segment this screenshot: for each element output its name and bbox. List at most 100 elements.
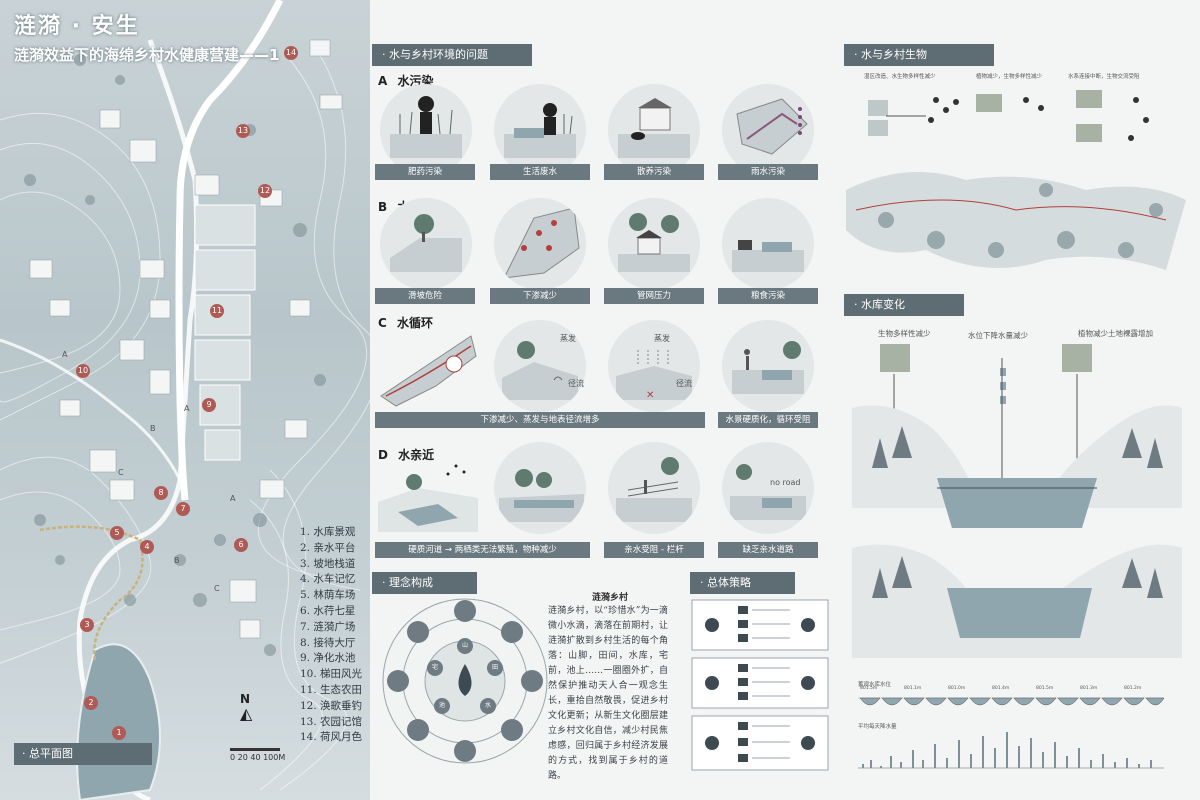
site-marker-6: 6 [234,538,248,552]
bio-header: · 水与乡村生物 [844,44,994,66]
site-marker-7: 7 [176,502,190,516]
zone-letter: B [150,424,156,433]
site-marker-10: 10 [76,364,90,378]
site-legend: 1. 水库景观 2. 亲水平台 3. 坡地栈道 4. 水车记忆 5. 林荫车场 … [300,525,390,746]
level-label: 801.4m [992,686,1010,691]
illustration-pipe-pressure [608,198,700,290]
concept-header: · 理念构成 [372,572,477,594]
reservoir-header: · 水库变化 [844,294,964,316]
concept-node: 田 [491,664,498,671]
concept-para-title: 涟漪乡村 [592,593,629,603]
concept-node: 水 [484,702,491,709]
bio-label: 植物减少，生物多样性减少 [976,74,1043,80]
north-arrow: N◭ [240,692,253,723]
illustration-water-cycle-map [376,326,480,408]
svg-text:✕: ✕ [646,390,654,401]
site-marker-2: 2 [84,696,98,710]
label-runoff: 径流 [568,379,584,388]
map-title: 涟漪 · 安生 [14,14,140,39]
illustration-evaporation-2: ✕ [608,320,700,412]
legend-item: 1. 水库景观 [300,526,356,538]
zone-letter: A [230,494,236,503]
caption-hard-waterscape: 水景硬质化，循环受阻 [718,412,818,428]
level-label: 801.0m [948,686,966,691]
illustration-hard-channel-2 [494,442,586,534]
level-label: 801.5m [1036,686,1054,691]
illustration-fertilizer [380,84,472,176]
site-marker-13: 13 [236,124,250,138]
caption-railing: 亲水受阻 - 栏杆 [604,542,704,558]
illustration-food-pollution [722,198,814,290]
map-subtitle: 涟漪效益下的海绵乡村水健康营建——1 [14,46,280,64]
site-marker-3: 3 [80,618,94,632]
legend-item: 10. 梯田风光 [300,668,363,681]
reservoir-label: 水位下降水量减少 [968,331,1028,340]
reservoir-label: 生物多样性减少 [878,329,931,338]
site-marker-14: 14 [284,46,298,60]
caption-infiltration: 下渗减少 [490,288,590,304]
concept-node: 池 [438,702,445,709]
chart-water-level-title: 蓄观水库水位 [858,682,892,688]
caption-wastewater: 生活废水 [490,164,590,180]
scale-bar: 0 20 40 100M [230,748,285,762]
zone-letter: A [184,404,190,413]
reservoir-label: 植物减少土地裸露增加 [1078,329,1153,338]
level-label: 801.3m [1080,686,1098,691]
reservoir-sections [852,338,1182,668]
caption-fertilizer: 肥药污染 [375,164,475,180]
illustration-infiltration [494,198,586,290]
illustration-domestic-wastewater [494,84,586,176]
legend-item: 3. 坡地栈道 [300,557,356,570]
caption-no-road: 缺乏亲水道路 [718,542,818,558]
site-marker-9: 9 [202,398,216,412]
section-d-title: D 水亲近 [378,448,435,462]
caption-livestock: 散养污染 [604,164,704,180]
caption-pipe: 管网压力 [604,288,704,304]
concept-ripple-diagram: 山 田 水 池 宅 [380,596,550,766]
chart-rainfall [858,730,1164,770]
label-evaporation: 蒸发 [560,334,576,343]
water-level-bowls [858,697,1165,706]
illustration-landslide [380,198,472,290]
site-marker-5: 5 [110,526,124,540]
legend-item: 13. 农园记馆 [300,715,363,728]
legend-item: 14. 荷风月色 [300,731,363,744]
legend-item: 12. 涣歌垂钓 [300,699,363,712]
chart-water-level: 801.5m 801.1m 801.0m 801.4m 801.5m 801.3… [858,686,1165,714]
illustration-evaporation-1 [494,320,586,412]
caption-food: 粮食污染 [718,288,818,304]
illustration-no-road [722,442,814,534]
rainfall-bars [858,732,1164,769]
illustration-rainwater [722,84,814,176]
level-label: 801.1m [904,686,922,691]
level-label: 801.5m [860,686,878,691]
concept-node: 山 [461,642,468,649]
label-no-road: no road [770,478,801,487]
concept-paragraph: 涟漪乡村，以“珍惜水”为一滴微小水滴，滴落在前期村，让涟漪扩散到乡村生活的每个角… [548,606,668,781]
legend-item: 6. 水荇七星 [300,604,356,617]
bio-label: 水系连接中断，生物交流受阻 [1068,74,1140,80]
zone-letter: A [62,350,68,359]
level-label: 801.2m [1124,686,1142,691]
bio-label: 湿区改造、水生物多样性减少 [864,74,936,80]
concept-node: 宅 [431,664,438,671]
label-evaporation: 蒸发 [654,334,670,343]
illustration-livestock [608,84,700,176]
chart-rainfall-title: 平均每天降水量 [858,724,897,730]
site-marker-12: 12 [258,184,272,198]
caption-infiltration-decrease: 下渗减少、蒸发与地表径流增多 [375,412,705,428]
illustration-railing [608,442,700,534]
illustration-hard-waterscape [722,320,814,412]
site-marker-8: 8 [154,486,168,500]
legend-item: 9. 净化水池 [300,652,356,665]
legend-item: 4. 水车记忆 [300,573,356,586]
strategy-header: · 总体策略 [690,572,795,594]
zone-letter: C [118,468,124,477]
site-marker-4: 4 [140,540,154,554]
zone-letter: B [174,556,180,565]
label-runoff: 径流 [676,379,692,388]
legend-item: 7. 涟漪广场 [300,620,356,633]
bio-illustration [846,80,1186,280]
caption-rainwater: 雨水污染 [718,164,818,180]
legend-item: 11. 生态农田 [300,683,363,696]
